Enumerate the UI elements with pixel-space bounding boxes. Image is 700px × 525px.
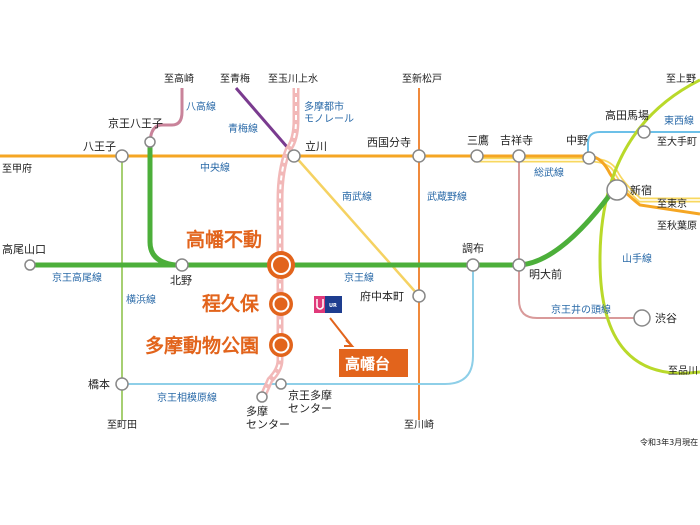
station-marker-tachikawa[interactable] xyxy=(287,149,301,163)
as-of-note: 令和3年3月現在 xyxy=(640,437,698,447)
yamanote-line xyxy=(598,78,700,375)
dest-otemachi: 至大手町 xyxy=(657,135,697,148)
station-marker-hashimoto[interactable] xyxy=(115,377,129,391)
keio-hachioji-branch xyxy=(147,145,176,268)
line-label-sobu: 総武線 xyxy=(534,166,564,179)
featured-label-tama-dobutsukoen: 多摩動物公園 xyxy=(145,334,259,357)
label-keio-hachioji: 京王八王子 xyxy=(108,116,163,130)
label-tachikawa: 立川 xyxy=(305,139,327,153)
label-nakano: 中野 xyxy=(566,134,588,147)
featured-label-hodokubo: 程久保 xyxy=(202,292,260,315)
station-marker-kitano[interactable] xyxy=(175,258,189,272)
station-marker-nishikokubunji[interactable] xyxy=(412,149,426,163)
featured-label-takahatafudo: 高幡不動 xyxy=(186,228,262,251)
label-shibuya: 渋谷 xyxy=(655,312,677,325)
line-label-nambu: 南武線 xyxy=(342,190,372,203)
station-marker-takaosanguchi[interactable] xyxy=(24,259,36,271)
label-kichijoji: 吉祥寺 xyxy=(500,133,533,147)
line-label-keio-takao: 京王高尾線 xyxy=(52,271,102,284)
label-takadanobaba: 高田馬場 xyxy=(605,108,649,122)
line-label-oume: 青梅線 xyxy=(228,122,258,135)
station-marker-fuchuhonmachi[interactable] xyxy=(412,289,426,303)
dest-shinagawa: 至品川 xyxy=(668,365,698,377)
label-kitano: 北野 xyxy=(170,274,192,287)
station-marker-shinjuku[interactable] xyxy=(606,179,628,201)
line-label-monorail: 多摩都市モノレール xyxy=(304,100,354,125)
line-label-hachiko: 八高線 xyxy=(186,100,216,113)
line-label-chuo: 中央線 xyxy=(200,161,230,174)
inokashira-line xyxy=(518,158,639,319)
station-marker-keio-tama-center[interactable] xyxy=(275,378,287,390)
line-label-yokohama: 横浜線 xyxy=(126,293,156,306)
dest-kofu: 至甲府 xyxy=(2,162,32,175)
dest-shinmatsudo: 至新松戸 xyxy=(402,72,442,85)
dest-takasaki: 至高崎 xyxy=(164,72,194,85)
label-keio-tama-center: 京王多摩センター xyxy=(288,388,332,415)
station-marker-nakano[interactable] xyxy=(582,151,596,165)
station-marker-tama-center[interactable] xyxy=(256,391,268,403)
label-chofu: 調布 xyxy=(462,241,484,255)
label-meidaimae: 明大前 xyxy=(529,267,562,281)
station-marker-mitaka[interactable] xyxy=(470,149,484,163)
label-takaosanguchi: 高尾山口 xyxy=(2,242,46,256)
sagamihara-line xyxy=(122,265,474,385)
ur-logo-text: UR xyxy=(329,303,337,309)
station-marker-keio-hachioji[interactable] xyxy=(144,136,156,148)
dest-ueno: 至上野 xyxy=(666,73,696,85)
station-marker-takadanobaba[interactable] xyxy=(637,125,651,139)
label-hachioji: 八王子 xyxy=(83,140,116,153)
tozai-line xyxy=(587,131,700,158)
dest-machida: 至町田 xyxy=(107,419,137,431)
label-fuchuhonmachi: 府中本町 xyxy=(360,289,404,303)
keio-line xyxy=(30,190,615,268)
label-shinjuku: 新宿 xyxy=(630,183,652,197)
line-label-yamanote: 山手線 xyxy=(622,252,652,265)
station-marker-meidaimae[interactable] xyxy=(512,258,526,272)
nambu-line xyxy=(293,154,420,297)
station-marker-kichijoji[interactable] xyxy=(512,149,526,163)
dest-aome: 至青梅 xyxy=(220,72,250,85)
line-label-keio: 京王線 xyxy=(344,271,374,284)
line-label-tozai: 東西線 xyxy=(664,114,694,127)
label-mitaka: 三鷹 xyxy=(467,133,489,147)
oume-line xyxy=(234,87,296,156)
station-marker-shibuya[interactable] xyxy=(633,309,651,327)
takahatadai-badge-label: 高幡台 xyxy=(345,355,390,373)
line-label-inokashira: 京王井の頭線 xyxy=(551,303,611,316)
station-marker-hachioji[interactable] xyxy=(115,149,129,163)
takahatadai-badge[interactable] xyxy=(339,349,408,377)
dest-tamagawajosui: 至玉川上水 xyxy=(268,73,318,85)
sobu-line xyxy=(474,157,700,203)
station-marker-chofu[interactable] xyxy=(466,258,480,272)
dest-tokyo: 至東京 xyxy=(657,197,687,210)
chuo-line xyxy=(0,154,700,216)
dest-kawasaki: 至川崎 xyxy=(404,418,434,431)
label-tama-center: 多摩センター xyxy=(246,404,290,431)
label-hashimoto: 橋本 xyxy=(88,377,110,391)
line-label-musashino: 武蔵野線 xyxy=(427,190,467,203)
ur-logo: UR xyxy=(314,296,342,313)
dest-akihabara: 至秋葉原 xyxy=(657,219,697,232)
line-label-sagamihara: 京王相模原線 xyxy=(157,391,217,404)
label-nishikokubunji: 西国分寺 xyxy=(367,136,411,149)
